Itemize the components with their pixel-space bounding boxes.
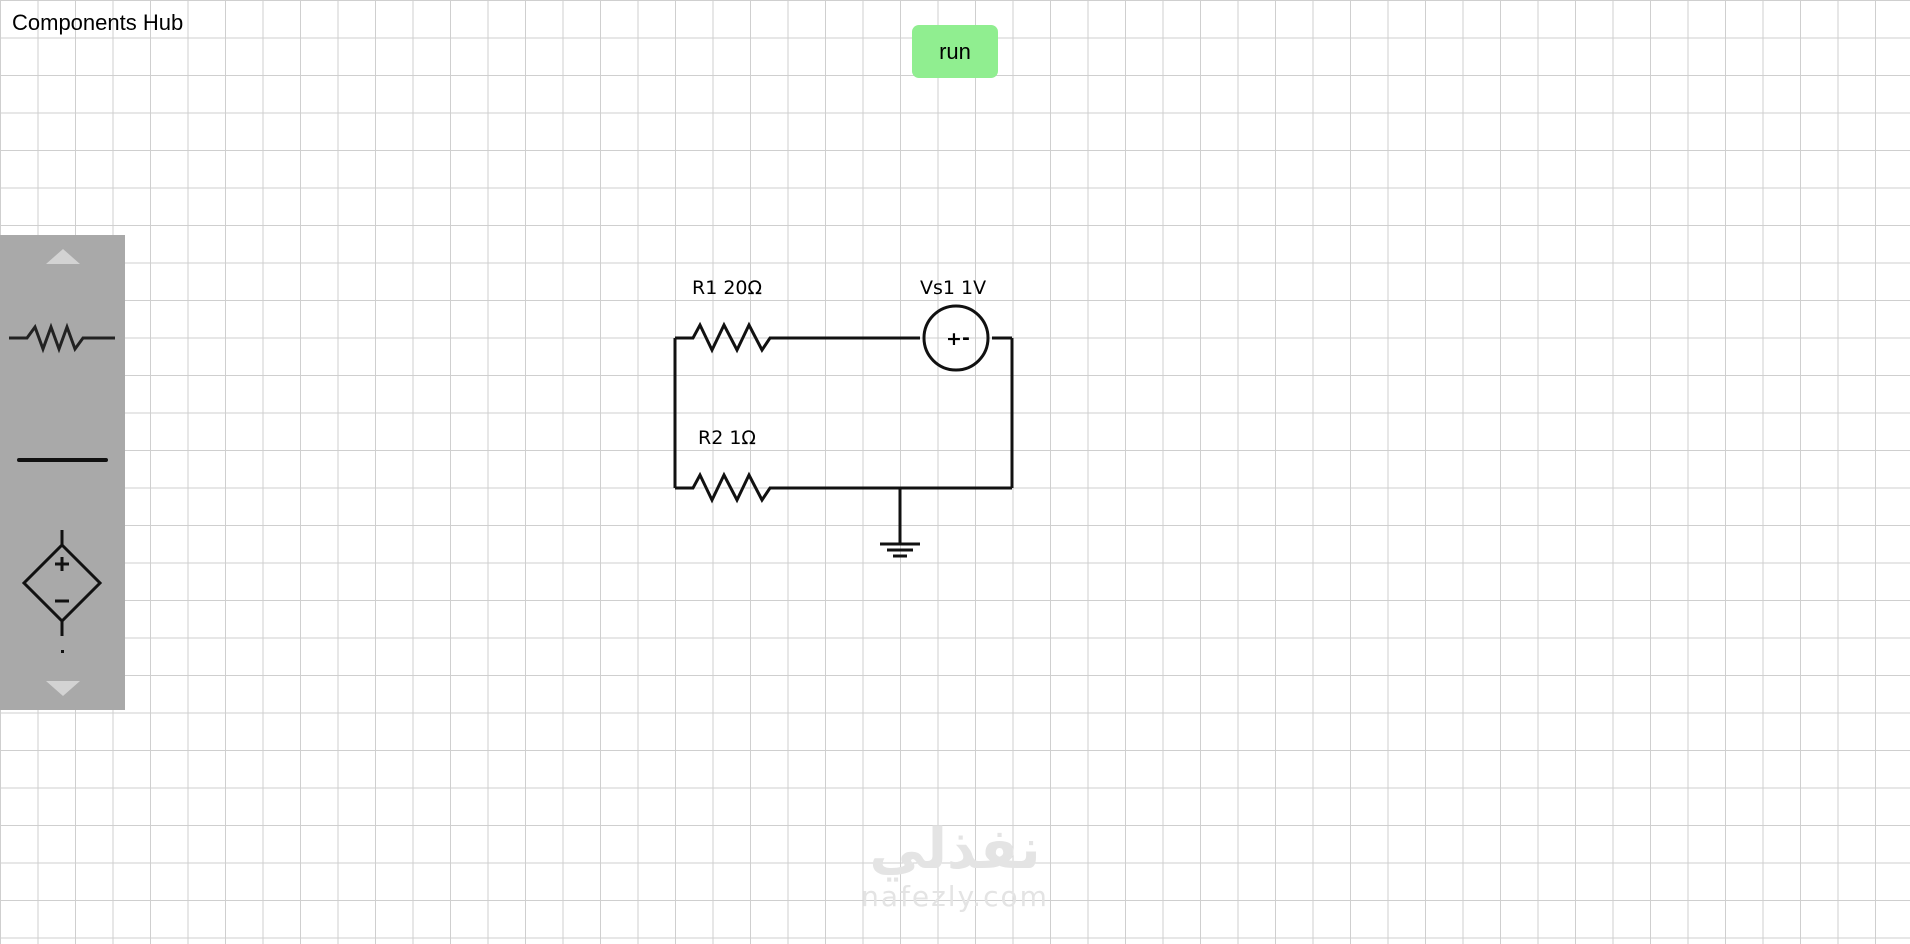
watermark-latin: nafezly.com [861,880,1049,913]
wire-icon[interactable] [0,455,125,475]
r2-label: R2 1Ω [698,427,756,449]
voltage-source-vs1[interactable] [922,304,990,372]
watermark-arabic: نفذلي [869,817,1041,882]
scroll-down-arrow-icon[interactable] [46,681,80,696]
dependent-voltage-source-icon[interactable] [0,530,125,660]
plus-sign: + [946,328,962,350]
r1-label: R1 20Ω [692,277,762,299]
components-hub-panel [0,235,125,710]
resistor-r2[interactable] [675,471,1012,504]
vs1-label: Vs1 1V [920,277,986,299]
watermark-logo: نفذلي nafezly.com [850,817,1060,914]
ground-icon[interactable] [880,488,920,558]
resistor-icon[interactable] [0,305,125,355]
scroll-up-arrow-icon[interactable] [46,249,80,264]
app-title: Components Hub [12,10,184,35]
run-button[interactable]: run [912,25,998,78]
resistor-r1[interactable] [675,321,920,354]
minus-sign: - [962,327,970,349]
